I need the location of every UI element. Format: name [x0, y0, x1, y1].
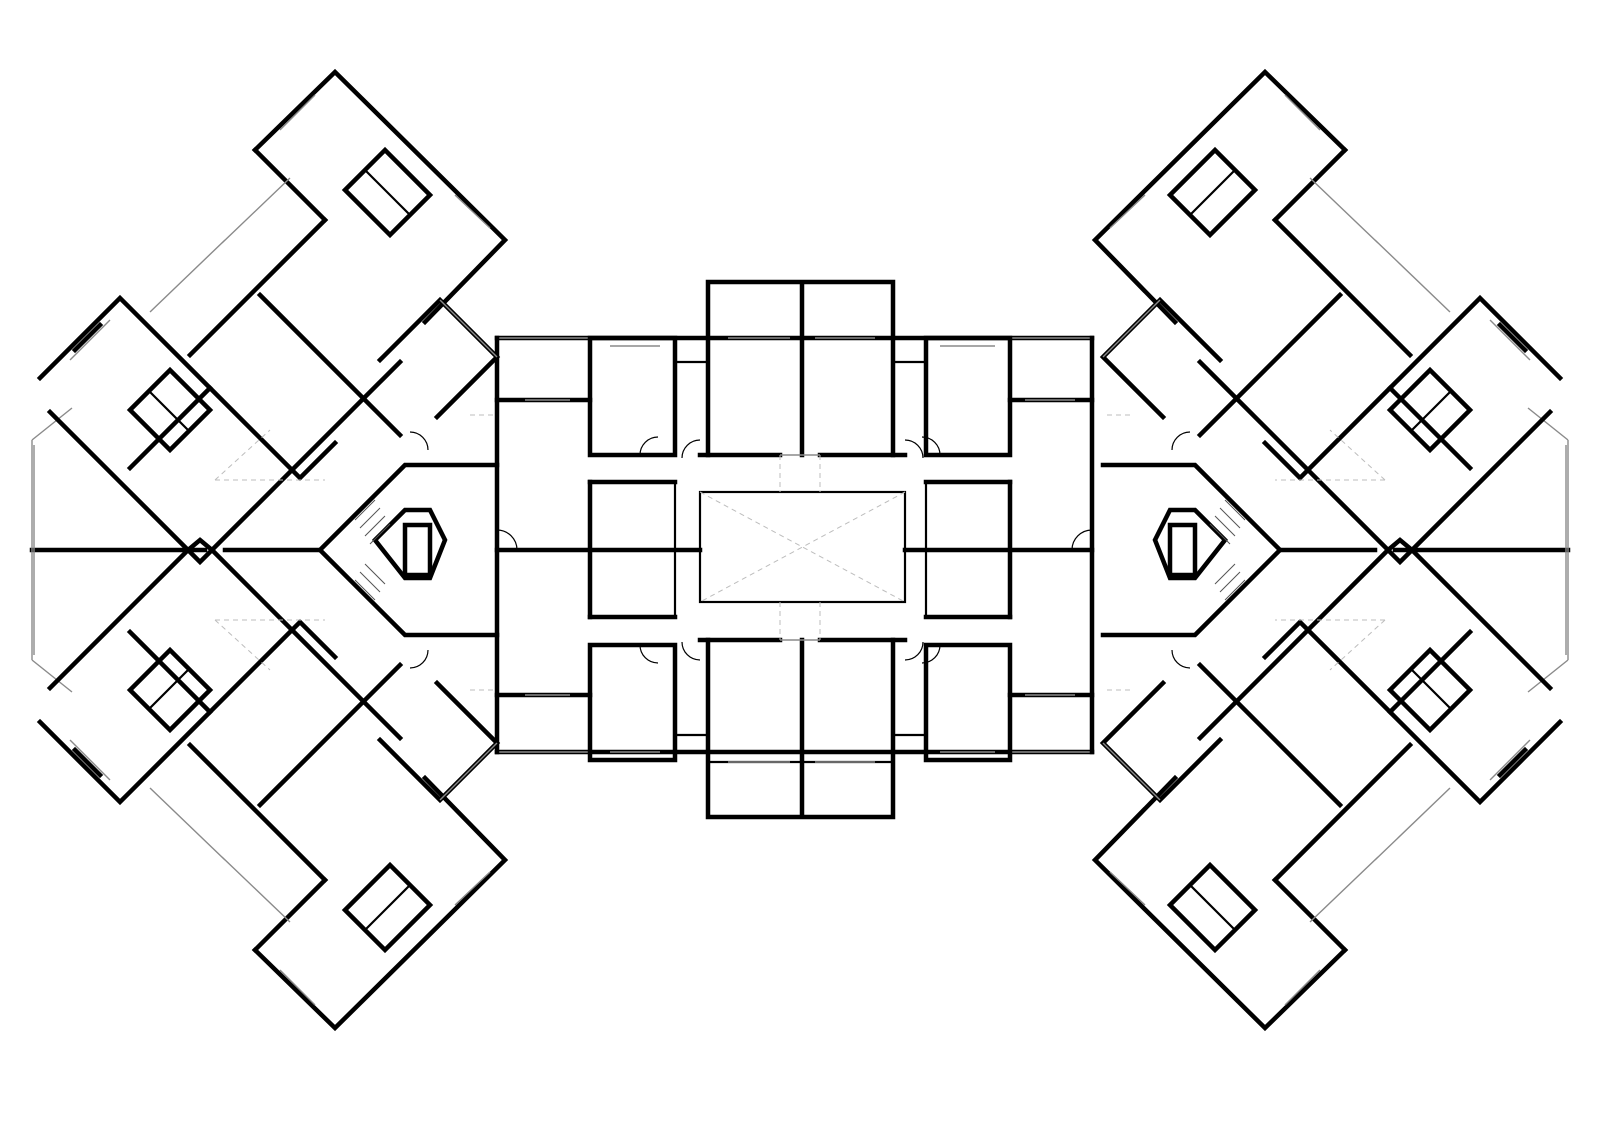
east-core: [1100, 414, 1284, 691]
east-wing-ne-arm: [1091, 68, 1564, 554]
central-doors: [496, 436, 1093, 664]
west-wing-sw-arm: [36, 546, 509, 1032]
central-bottom-units: [587, 637, 1013, 820]
central-top-units: [587, 279, 1013, 458]
central-courtyard: [698, 454, 907, 641]
east-wing-se-arm: [1091, 546, 1564, 1032]
east-wing: [1091, 68, 1571, 1032]
west-wing: [29, 68, 509, 1032]
central-block: [494, 279, 1095, 820]
west-wing-nw-arm: [36, 68, 509, 554]
west-core: [316, 414, 500, 691]
